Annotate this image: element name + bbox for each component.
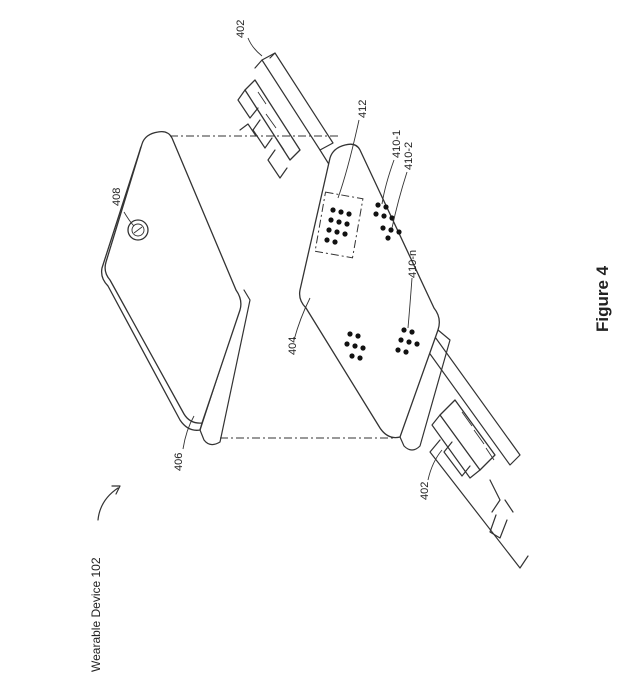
labels: 402 412 410-1 410-2 410-n 404 408 406 40… xyxy=(89,20,612,672)
leader-lines xyxy=(97,37,443,521)
cluster-410-1 xyxy=(373,202,395,221)
housing-406 xyxy=(100,130,251,446)
inner-face-404 xyxy=(298,143,451,451)
cluster-lower-left xyxy=(344,331,366,361)
sensor-dots xyxy=(324,202,420,361)
label-406: 406 xyxy=(173,453,185,471)
cluster-412 xyxy=(324,207,352,245)
label-412: 412 xyxy=(357,100,369,118)
label-410-2: 410-2 xyxy=(403,142,415,170)
cluster-410-n xyxy=(395,327,420,355)
label-402-bottom: 402 xyxy=(419,482,431,500)
cluster-410-2 xyxy=(380,225,402,241)
sensor-area-412 xyxy=(314,191,364,259)
label-410-1: 410-1 xyxy=(391,130,403,158)
strap-bottom xyxy=(419,329,529,569)
label-402-top: 402 xyxy=(235,20,247,38)
label-410-n: 410-n xyxy=(407,250,419,278)
label-408: 408 xyxy=(111,188,123,206)
label-404: 404 xyxy=(287,337,299,355)
alignment-lines xyxy=(170,135,395,439)
figure-caption: Figure 4 xyxy=(593,265,612,332)
device-label: Wearable Device 102 xyxy=(89,557,103,672)
